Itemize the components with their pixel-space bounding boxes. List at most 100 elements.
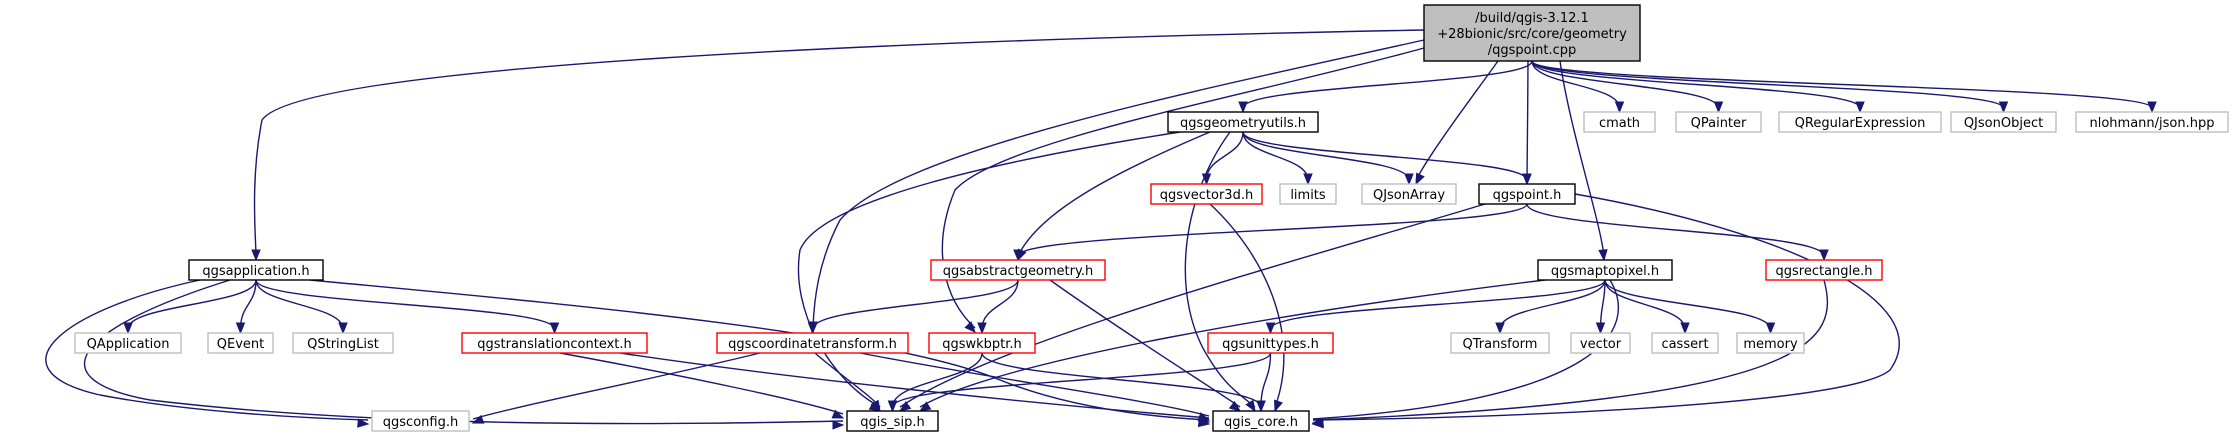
edge-root-to-nlohmann (1531, 60, 2157, 114)
edge-qgsmaptopixel-to-vector (1595, 279, 1606, 335)
edge-line (1242, 131, 1309, 181)
edge-root-to-qgsmaptopixel (1559, 60, 1608, 262)
node-label: QPainter (1691, 116, 1747, 131)
edge-arrowhead (1238, 101, 1248, 114)
node-label: +28bionic/src/core/geometry (1437, 27, 1627, 42)
node-box (1361, 183, 1457, 205)
edge-line (811, 279, 1019, 330)
edge-arrowhead (1598, 249, 1608, 262)
edge-arrowhead (1495, 322, 1505, 335)
edge-line (1559, 60, 1605, 257)
edge-qgsapplication-to-qgstranslationcontext (255, 279, 560, 335)
edge-line (309, 279, 1210, 421)
edge-line (127, 279, 257, 330)
edge-line (899, 203, 1486, 408)
edge-qgscoordinatetransform-to-qgis_sip (814, 352, 881, 413)
edge-arrowhead (964, 321, 976, 333)
edge-arrowhead (1228, 400, 1242, 412)
edge-arrowhead (918, 401, 932, 412)
edge-qgsapplication-to-QStringList (255, 279, 348, 335)
node-qgsvector3d: qgsvector3d.h (1150, 183, 1263, 205)
edge-qgsmaptopixel-to-QTransform (1495, 279, 1606, 335)
edge-line (1604, 279, 1686, 330)
node-box (74, 332, 182, 354)
node-label: /qgspoint.cpp (1488, 43, 1577, 58)
node-qgsabstractgeometry: qgsabstractgeometry.h (930, 259, 1106, 281)
edge-line (1312, 279, 1620, 420)
node-label: memory (1743, 337, 1798, 352)
node-qgsapplication[interactable]: qgsapplication.h (188, 259, 324, 281)
edge-arrowhead (1197, 412, 1211, 422)
node-qgsconfig: qgsconfig.h (371, 410, 470, 432)
edge-qgsvector3d-to-qgis_core (1209, 203, 1285, 413)
node-QApplication: QApplication (74, 332, 182, 354)
edge-line (559, 352, 844, 415)
node-QPainter: QPainter (1675, 111, 1762, 133)
edge-line (1531, 60, 2153, 109)
edge-line (1242, 60, 1533, 109)
node-label: qgsunittypes.h (1222, 337, 1319, 352)
edge-qgsabstractgeometry-to-qgswkbptr (977, 279, 1019, 335)
node-qgsmaptopixel[interactable]: qgsmaptopixel.h (1537, 259, 1673, 281)
node-label: qgsmaptopixel.h (1551, 264, 1659, 279)
edge-arrowhead (1522, 173, 1532, 186)
edge-arrowhead (832, 420, 845, 430)
edge-qgspoint-to-qgsrectangle (1526, 203, 1829, 262)
edge-line (981, 352, 1262, 408)
node-qgspoint[interactable]: qgspoint.h (1478, 183, 1576, 205)
node-QEvent: QEvent (207, 332, 274, 354)
node-qgsgeometryutils[interactable]: qgsgeometryutils.h (1167, 111, 1319, 133)
edge-qgsapplication-to-QApplication (123, 279, 257, 335)
node-qgsunittypes: qgsunittypes.h (1207, 332, 1334, 354)
node-label: qgswkbptr.h (942, 337, 1022, 352)
edge-arrowhead (807, 322, 818, 335)
edge-line (1260, 352, 1272, 408)
edge-line (1526, 60, 1529, 181)
edge-arrowhead (1680, 322, 1690, 335)
edge-line (859, 352, 1210, 417)
node-label: qgspoint.h (1493, 188, 1562, 203)
edge-line (1531, 60, 1720, 109)
edge-arrowhead (549, 322, 560, 335)
edge-line (472, 352, 761, 420)
node-label: cmath (1599, 116, 1640, 131)
edge-arrowhead (1614, 101, 1625, 114)
node-label: cassert (1661, 337, 1708, 352)
edge-qgsunittypes-to-qgis_sip (887, 352, 1272, 413)
edge-arrowhead (1765, 322, 1776, 335)
node-box (1150, 183, 1263, 205)
edge-line (1184, 131, 1256, 408)
edge-line (797, 131, 1181, 408)
edge-line (891, 352, 1272, 408)
node-label: QJsonArray (1373, 188, 1445, 203)
edge-qgsmaptopixel-to-qgis_sip (918, 279, 1546, 412)
edge-root-to-qgspoint (1522, 60, 1532, 186)
node-label: qgsvector3d.h (1160, 188, 1253, 203)
edge-arrowhead (870, 399, 881, 413)
edge-root-to-QPainter (1531, 60, 1724, 114)
node-label: QTransform (1463, 337, 1538, 352)
node-label: qgsabstractgeometry.h (943, 264, 1093, 279)
edge-arrowhead (977, 322, 987, 335)
node-qgis_core[interactable]: qgis_core.h (1212, 410, 1310, 432)
edge-arrowhead (471, 414, 485, 424)
node-box (188, 259, 324, 281)
edge-arrowhead (1998, 101, 2009, 114)
node-box (716, 332, 909, 354)
edge-arrowhead (887, 400, 898, 413)
edge-qgscoordinatetransform-to-qgis_core (859, 352, 1211, 422)
node-box (207, 332, 274, 354)
node-box (371, 410, 470, 432)
edge-line (1499, 279, 1606, 330)
edge-arrowhead (1265, 322, 1276, 335)
node-qgis_sip[interactable]: qgis_sip.h (846, 410, 939, 432)
node-box (1778, 111, 1942, 133)
node-qgstranslationcontext: qgstranslationcontext.h (461, 332, 648, 354)
edge-qgsgeometryutils-to-QJsonArray (1242, 131, 1414, 186)
node-box (1279, 183, 1337, 205)
node-qgswkbptr: qgswkbptr.h (928, 332, 1036, 354)
edge-qgsabstractgeometry-to-qgis_core (1049, 279, 1242, 412)
node-box (1675, 111, 1762, 133)
edge-line (1242, 131, 1528, 181)
node-box (846, 410, 939, 432)
